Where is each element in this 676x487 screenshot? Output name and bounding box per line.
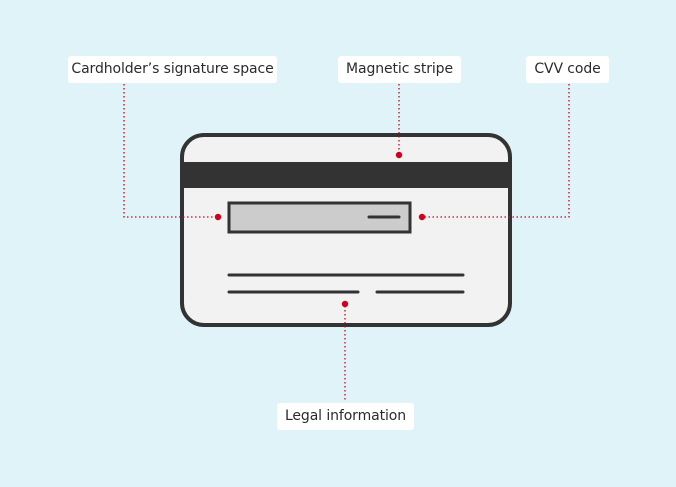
legal-information-label: Legal information [277,403,414,430]
cvv-leader-dot [418,213,426,221]
cvv-leader-line [424,84,570,218]
signature-leader-line [123,84,216,218]
signature-space-label: Cardholder’s signature space [68,56,277,83]
signature-leader-dot [214,213,222,221]
magnetic-stripe [182,162,510,188]
cvv-code-label: CVV code [526,56,609,83]
legal-leader-dot [341,300,349,308]
magnetic-leader-dot [395,151,403,159]
magnetic-stripe-label: Magnetic stripe [338,56,461,83]
